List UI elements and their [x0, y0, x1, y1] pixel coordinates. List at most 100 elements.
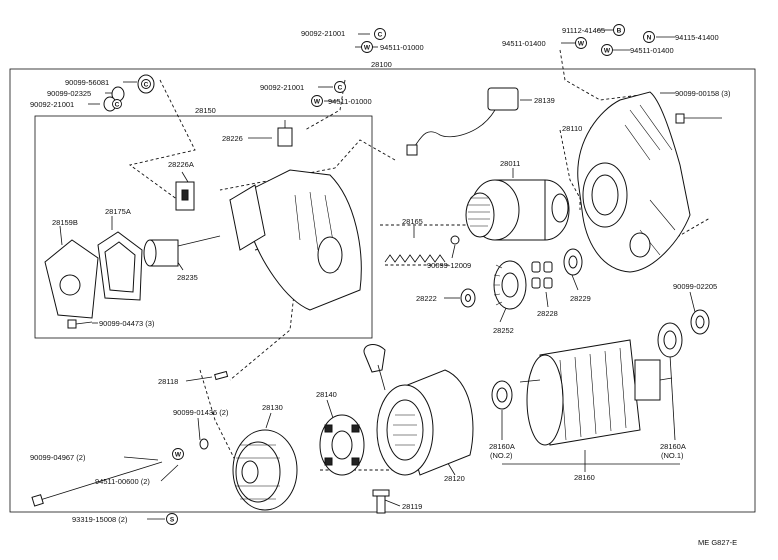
label-28160: 28160	[574, 473, 595, 482]
svg-text:W: W	[578, 41, 585, 48]
svg-text:W: W	[604, 48, 611, 55]
symbol-c-3: C	[112, 99, 122, 109]
washer-90099-01436	[199, 438, 209, 450]
symbol-w-1: W	[361, 41, 373, 53]
pin-28118	[214, 370, 229, 381]
label-28235: 28235	[177, 273, 198, 282]
bearing-28160A-no2	[491, 380, 513, 410]
label-90092-21001-left: 90092-21001	[30, 100, 74, 109]
label-28120: 28120	[444, 474, 465, 483]
ball-90099-12009	[450, 235, 460, 245]
symbol-b: B	[613, 24, 625, 36]
washer-28222	[460, 288, 476, 308]
label-28252: 28252	[493, 326, 514, 335]
rollers-28228	[531, 261, 553, 289]
label-28226: 28226	[222, 134, 243, 143]
symbol-c-1: C	[374, 28, 386, 40]
svg-text:W: W	[314, 99, 321, 106]
label-28100: 28100	[371, 60, 392, 69]
label-28165: 28165	[402, 217, 423, 226]
brush-holder-28140	[319, 414, 365, 476]
label-94511-01400-b: 94511-01400	[630, 46, 674, 55]
label-90099-02325: 90099-02325	[47, 89, 91, 98]
label-90092-21001-mid: 90092-21001	[260, 83, 304, 92]
retainer-28229	[563, 248, 583, 276]
symbol-w-3: W	[601, 44, 613, 56]
svg-text:C: C	[144, 82, 149, 89]
label-94115-41400: 94115-41400	[675, 33, 719, 42]
armature-28160	[519, 339, 673, 446]
symbol-c-4: C	[334, 81, 346, 93]
cover-28159B	[44, 239, 99, 319]
svg-text:C: C	[378, 32, 383, 39]
label-94511-01000-top: 94511-01000	[380, 43, 424, 52]
symbol-w-5: W	[172, 448, 184, 460]
label-28160A-no2-note: (NO.2)	[490, 451, 513, 460]
terminal-28226	[277, 120, 293, 147]
part-labels: 90092-21001 94511-01000 91112-41465 9451…	[30, 26, 737, 547]
terminal-28226A	[175, 181, 195, 211]
screw-28119	[372, 489, 390, 514]
through-bolt-90099-04967	[31, 461, 163, 507]
svg-text:C: C	[338, 85, 343, 92]
clutch-28011	[465, 179, 570, 241]
label-90099-04473: 90099-04473 (3)	[99, 319, 155, 328]
bolt-90099-00158	[675, 113, 722, 124]
label-90099-01436: 90099-01436 (2)	[173, 408, 229, 417]
svg-text:W: W	[175, 452, 182, 459]
label-93319-15008: 93319-15008 (2)	[72, 515, 128, 524]
lead-wire-28139	[406, 87, 519, 156]
symbol-w-2: W	[575, 37, 587, 49]
label-94511-01400-a: 94511-01400	[502, 39, 546, 48]
inner-assembly-frame	[34, 115, 373, 339]
label-90099-56081: 90099-56081	[65, 78, 109, 87]
svg-text:N: N	[647, 35, 652, 42]
svg-text:W: W	[364, 45, 371, 52]
label-28160A-no1: 28160A	[660, 442, 686, 451]
label-90092-21001-top: 90092-21001	[301, 29, 345, 38]
drive-housing-28110	[577, 91, 691, 273]
label-28175A: 28175A	[105, 207, 131, 216]
symbol-s: S	[166, 513, 178, 525]
label-28226A: 28226A	[168, 160, 194, 169]
label-28119: 28119	[402, 502, 422, 511]
svg-text:C: C	[115, 102, 120, 109]
label-28228: 28228	[537, 309, 558, 318]
label-28011: 28011	[500, 159, 520, 168]
label-28110: 28110	[562, 124, 582, 133]
leader-lines	[59, 29, 696, 520]
label-28160A-no2: 28160A	[489, 442, 515, 451]
gasket-28175A	[97, 231, 143, 301]
plunger-28235	[143, 235, 221, 267]
label-28222: 28222	[416, 294, 437, 303]
svg-text:B: B	[617, 28, 622, 35]
gear-28252	[493, 260, 527, 310]
yoke-28120	[363, 344, 474, 476]
label-90099-12009: 90099-12009	[427, 261, 471, 270]
label-28150: 28150	[195, 106, 216, 115]
label-94511-00600: 94511-00600 (2)	[95, 477, 150, 486]
label-90099-00158: 90099-00158 (3)	[675, 89, 731, 98]
symbol-n: N	[643, 31, 655, 43]
label-28140: 28140	[316, 390, 337, 399]
end-frame-28130	[232, 429, 298, 511]
label-28160A-no1-note: (NO.1)	[661, 451, 684, 460]
label-91112-41465: 91112-41465	[562, 26, 605, 35]
label-28139: 28139	[534, 96, 555, 105]
label-28159B: 28159B	[52, 218, 78, 227]
switch-housing-28150	[229, 169, 362, 311]
label-28118: 28118	[158, 377, 178, 386]
label-94511-01000-mid: 94511-01000	[328, 97, 372, 106]
label-90099-02205: 90099-02205	[673, 282, 717, 291]
label-90099-04967: 90099-04967 (2)	[30, 453, 86, 462]
symbol-c-2: C	[141, 79, 151, 89]
svg-text:S: S	[170, 517, 175, 524]
screw-90099-04473	[67, 319, 93, 329]
spring-28165	[384, 254, 446, 263]
label-28229: 28229	[570, 294, 591, 303]
symbol-w-4: W	[311, 95, 323, 107]
diagram-code: ME G827-E	[698, 538, 737, 547]
label-28130: 28130	[262, 403, 283, 412]
bearing-90099-02205	[657, 309, 710, 358]
